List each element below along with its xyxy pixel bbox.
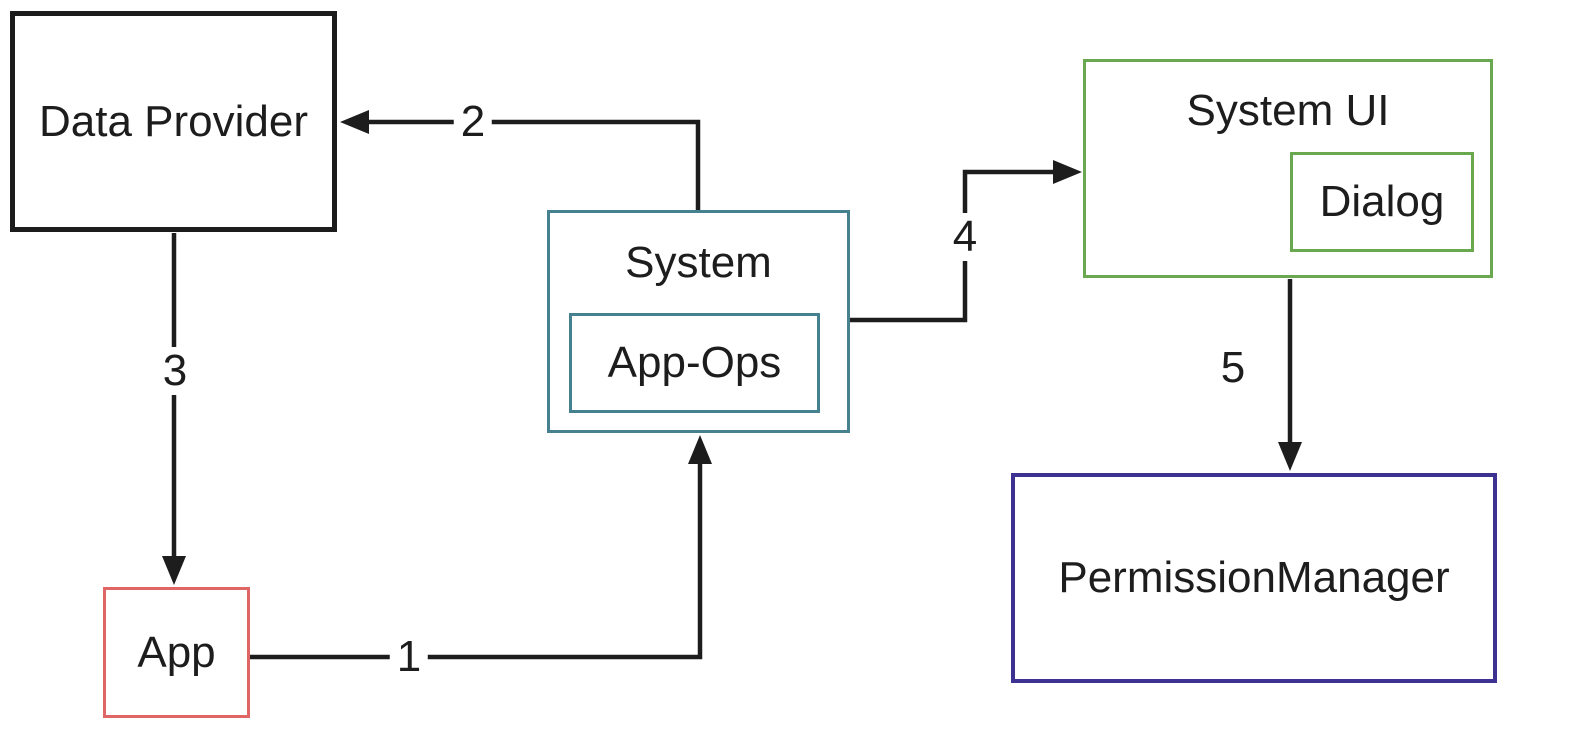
edge-4-arrowhead xyxy=(1053,160,1082,184)
node-permission-manager-label: PermissionManager xyxy=(1058,553,1450,602)
edge-3-arrowhead xyxy=(162,556,186,585)
node-data-provider-label: Data Provider xyxy=(38,96,308,146)
node-app: App xyxy=(103,587,250,718)
edge-2-line xyxy=(366,119,701,210)
node-dialog: Dialog xyxy=(1290,152,1474,252)
edge-label-4: 4 xyxy=(945,213,985,261)
node-app-ops: App-Ops xyxy=(569,313,820,413)
edge-label-3: 3 xyxy=(155,347,195,395)
node-system-label: System xyxy=(625,238,772,287)
edge-1-line xyxy=(250,461,703,660)
node-dialog-label: Dialog xyxy=(1319,177,1445,226)
node-system-ui: System UI Dialog xyxy=(1083,59,1493,278)
node-data-provider: Data Provider xyxy=(10,11,337,232)
edge-label-5: 5 xyxy=(1213,344,1253,392)
node-system-ui-label: System UI xyxy=(1186,86,1390,135)
edge-label-2: 2 xyxy=(453,98,493,146)
node-permission-manager: PermissionManager xyxy=(1011,473,1497,683)
edge-2-arrowhead xyxy=(340,110,369,134)
edge-1-arrowhead xyxy=(688,435,712,464)
node-app-ops-label: App-Ops xyxy=(607,338,782,387)
edge-label-1: 1 xyxy=(389,633,429,681)
node-app-label: App xyxy=(137,627,216,677)
edge-5-arrowhead xyxy=(1278,442,1302,471)
node-system: System App-Ops xyxy=(547,210,850,433)
